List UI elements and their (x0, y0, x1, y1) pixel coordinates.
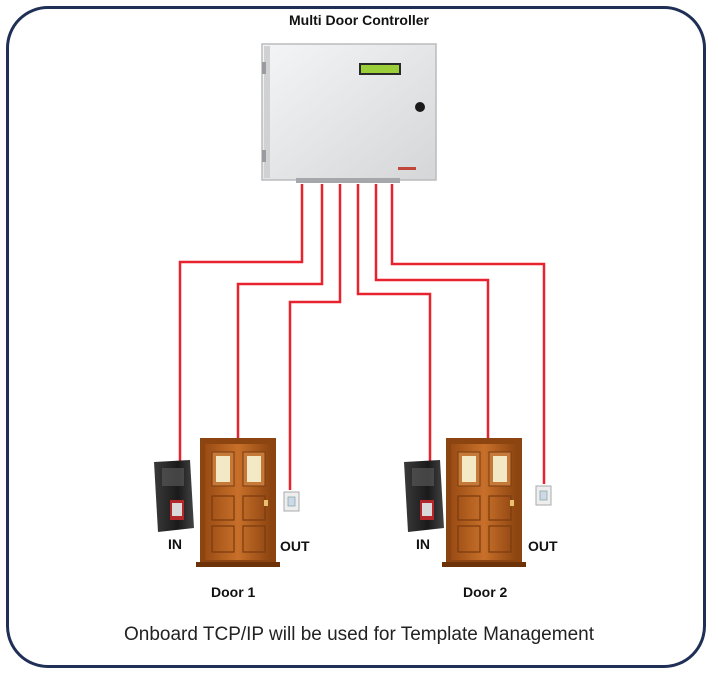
diagram-frame (6, 6, 706, 668)
wire-door2-in (356, 184, 432, 462)
door1-out-label: OUT (280, 538, 310, 554)
fingerprint-reader-icon (404, 460, 444, 532)
wiring (178, 184, 546, 490)
wire-door1-out (288, 184, 342, 490)
controller-title: Multi Door Controller (289, 12, 429, 28)
exit-button-icon (535, 485, 552, 506)
door-icon (196, 438, 280, 567)
fingerprint-reader-icon (154, 460, 194, 532)
door1-in-label: IN (168, 536, 182, 552)
lcd-display-icon (359, 63, 401, 75)
door2-in-label: IN (416, 536, 430, 552)
power-button-icon (415, 102, 425, 112)
wire-door1-lock (236, 184, 324, 440)
controller-box-icon (261, 43, 437, 183)
wire-door2-out (390, 184, 546, 484)
door2-label: Door 2 (463, 584, 508, 600)
caption: Onboard TCP/IP will be used for Template… (124, 624, 594, 645)
door1-label: Door 1 (211, 584, 256, 600)
door2-out-label: OUT (528, 538, 558, 554)
door-icon (442, 438, 526, 567)
wire-door2-lock (374, 184, 490, 440)
wire-door1-in (178, 184, 304, 462)
exit-button-icon (283, 491, 300, 512)
